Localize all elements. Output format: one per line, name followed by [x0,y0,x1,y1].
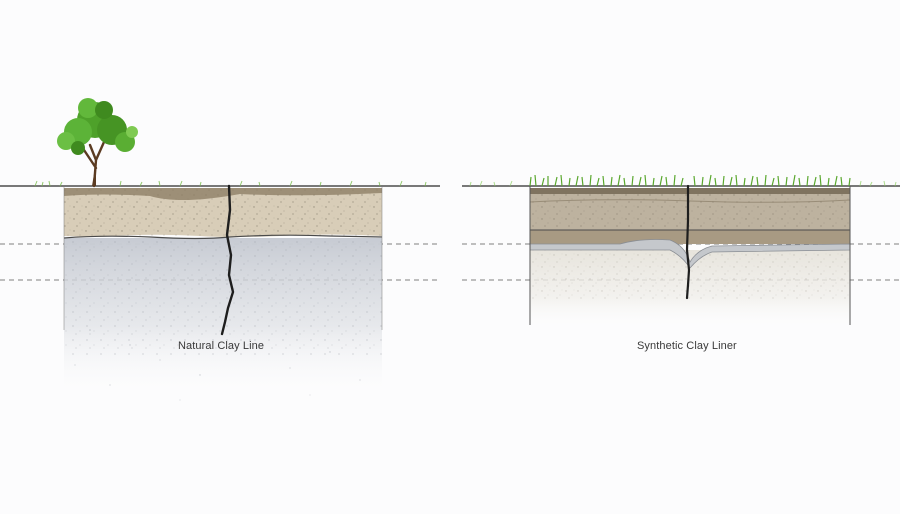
natural-caption: Natural Clay Line [178,340,265,352]
grass-strip [529,174,851,187]
synthetic-caption: Synthetic Clay Liner [637,340,737,352]
synthetic-liner [529,239,851,269]
tree-icon [57,98,138,188]
crack-icon [685,184,691,300]
compacted-layer-right [530,230,850,244]
grass-icon [34,180,427,187]
clay-speckles-left [74,329,361,401]
natural-panel [0,98,440,398]
crack-icon [220,184,235,336]
synthetic-panel [462,174,900,330]
